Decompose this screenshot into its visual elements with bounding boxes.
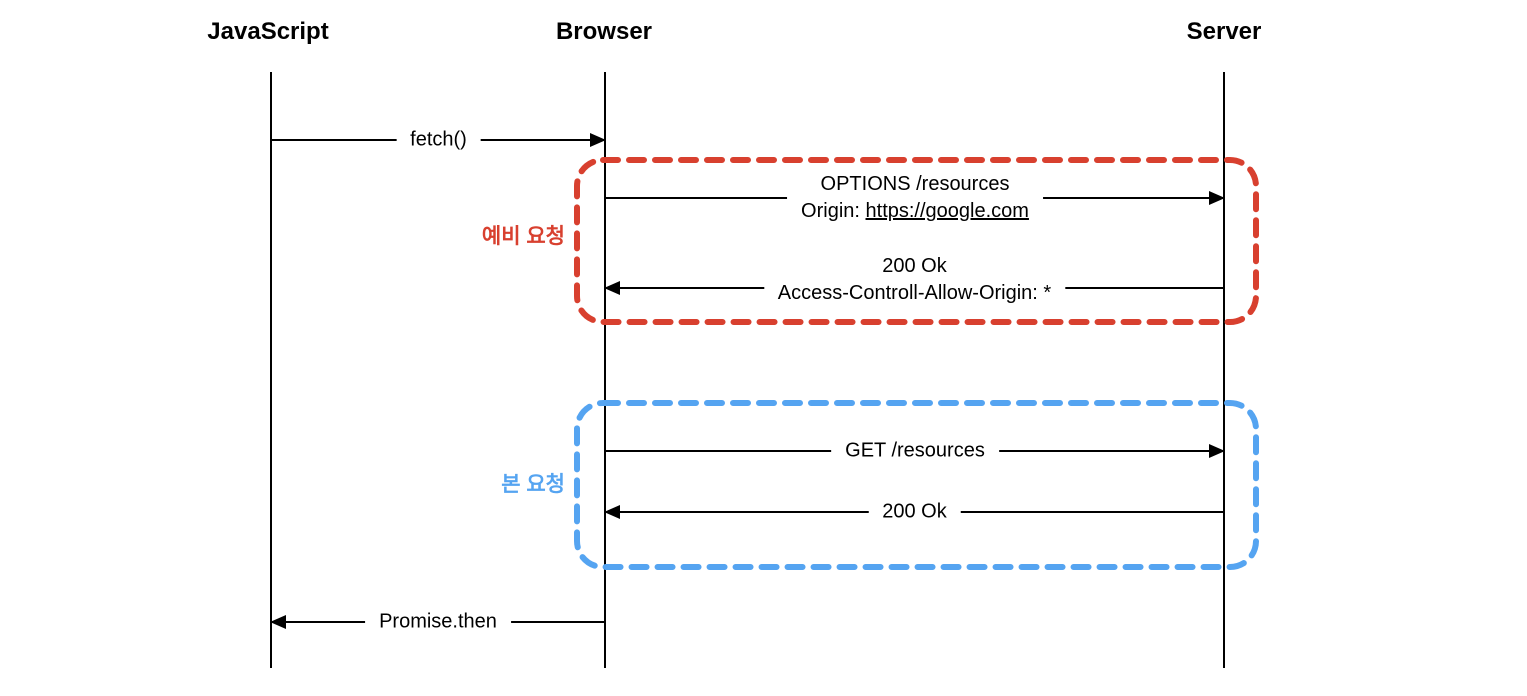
lifeline-javascript	[270, 72, 272, 668]
preflight-request-origin-prefix: Origin:	[801, 200, 866, 222]
message-fetch-arrow: fetch()	[272, 126, 606, 154]
lifeline-server	[1223, 72, 1225, 668]
message-main-request-arrow: GET /resources	[606, 437, 1225, 465]
preflight-group-label: 예비 요청	[481, 225, 565, 248]
participant-browser: Browser	[555, 18, 653, 45]
preflight-response-status-line: 200 Ok	[882, 255, 947, 277]
participant-server: Server	[1186, 18, 1262, 45]
participant-javascript: JavaScript	[207, 18, 329, 45]
preflight-response-header-line: Access-Controll-Allow-Origin: *	[777, 282, 1052, 304]
message-preflight-request-label: OPTIONS /resources Origin: https://googl…	[787, 171, 1043, 225]
preflight-group-box	[574, 157, 1259, 325]
main-request-group-box	[574, 400, 1259, 570]
message-main-response-arrow: 200 Ok	[604, 498, 1224, 526]
message-preflight-request-arrow: OPTIONS /resources Origin: https://googl…	[606, 171, 1225, 225]
preflight-request-origin-url: https://google.com	[865, 200, 1029, 222]
message-promise-then-label: Promise.then	[365, 608, 511, 636]
message-promise-then-arrow: Promise.then	[270, 608, 605, 636]
message-preflight-response-arrow: 200 Ok Access-Controll-Allow-Origin: *	[604, 253, 1224, 307]
message-fetch-label: fetch()	[396, 126, 481, 154]
main-request-group-label: 본 요청	[501, 473, 565, 496]
message-main-response-label: 200 Ok	[868, 498, 961, 526]
message-preflight-response-label: 200 Ok Access-Controll-Allow-Origin: *	[763, 253, 1066, 307]
preflight-request-method-line: OPTIONS /resources	[820, 173, 1010, 195]
lifeline-browser	[604, 72, 606, 668]
message-main-request-label: GET /resources	[831, 437, 999, 465]
